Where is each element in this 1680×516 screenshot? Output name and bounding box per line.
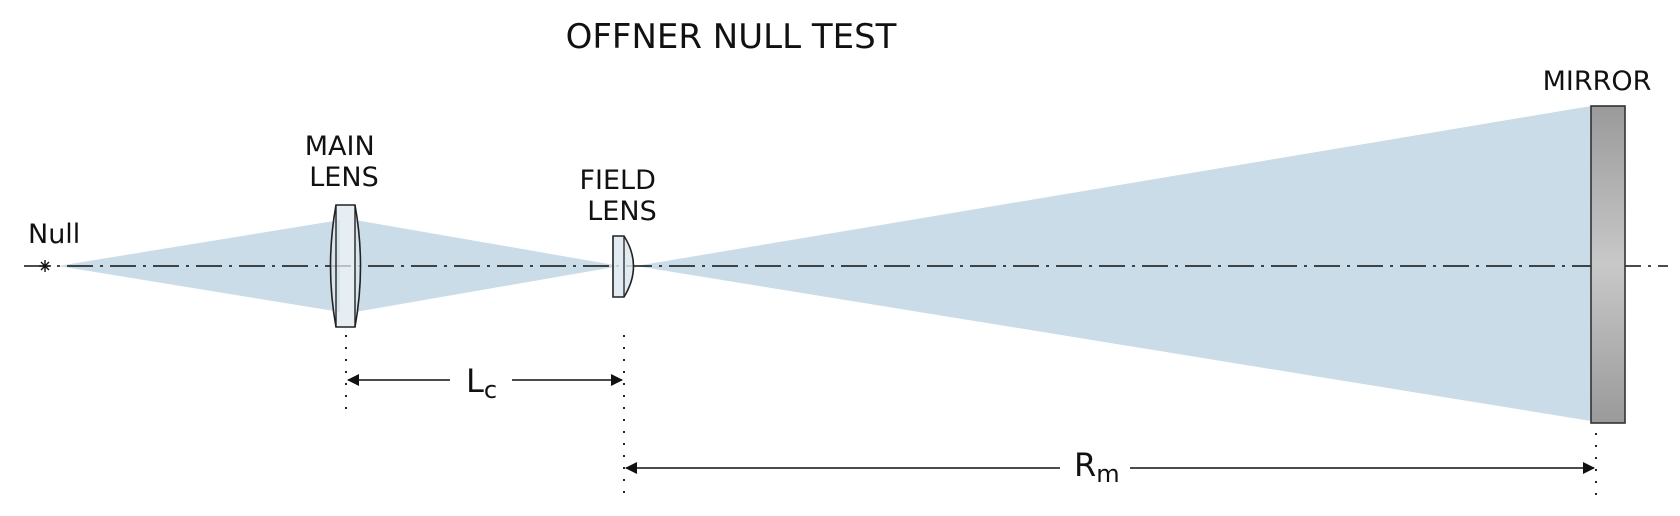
field-lens-label: FIELD LENS — [580, 165, 665, 227]
beam-field-lens-to-mirror — [636, 106, 1591, 421]
null-label: Null — [28, 219, 80, 250]
null-point-icon — [39, 260, 51, 272]
lc-dimension-label: Lc — [466, 362, 497, 404]
rm-dimension-label: Rm — [1074, 446, 1120, 488]
main-lens — [329, 204, 362, 328]
main-lens-label: MAIN LENS — [305, 131, 384, 193]
diagram-title: OFFNER NULL TEST — [566, 17, 897, 57]
field-lens — [612, 235, 635, 298]
mirror-label: MIRROR — [1543, 66, 1652, 97]
mirror — [1590, 105, 1626, 424]
